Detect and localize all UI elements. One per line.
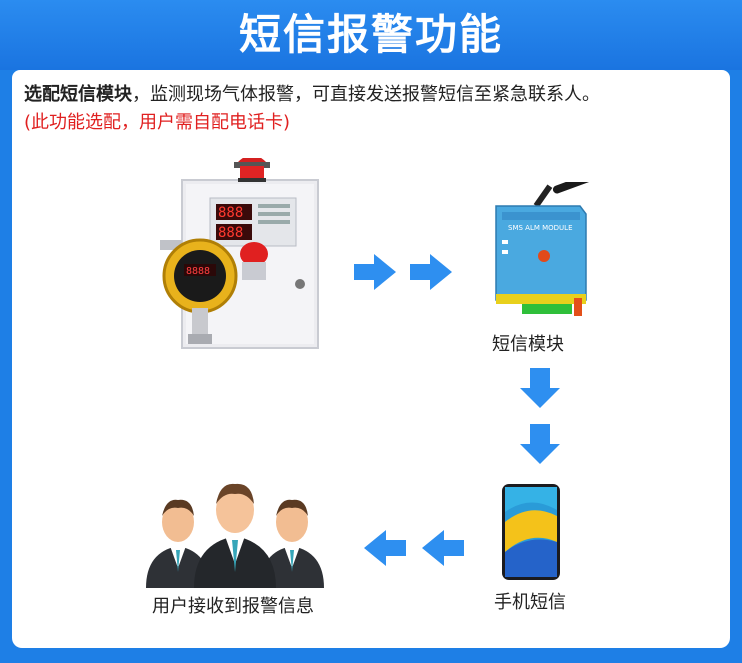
svg-text:888: 888: [218, 205, 243, 221]
people-group-icon: [146, 483, 324, 588]
arrow-right-icon: [354, 254, 396, 290]
page-title: 短信报警功能: [238, 10, 503, 59]
optional-note: (此功能选配，用户需自配电话卡): [24, 112, 291, 133]
gas-alarm-controller-icon: 888 888 8888: [160, 158, 319, 349]
arrow-right-icon: [410, 254, 452, 290]
sms-module-icon: SMS ALM MODULE: [495, 182, 592, 316]
header-banner: 短信报警功能: [0, 0, 742, 70]
svg-text:888: 888: [218, 225, 243, 241]
intro-rest: ，监测现场气体报警，可直接发送报警短信至紧急联系人。: [132, 84, 600, 105]
arrow-down-icon: [520, 368, 560, 408]
svg-text:SMS ALM MODULE: SMS ALM MODULE: [508, 224, 573, 232]
phone-caption: 手机短信: [494, 592, 566, 613]
arrow-down-icon: [520, 424, 560, 464]
intro-text: 选配短信模块，监测现场气体报警，可直接发送报警短信至紧急联系人。: [24, 82, 600, 108]
arrow-left-icon: [364, 530, 406, 566]
smartphone-icon: [502, 484, 560, 580]
people-caption: 用户接收到报警信息: [152, 596, 314, 617]
intro-bold: 选配短信模块: [24, 84, 132, 105]
svg-text:8888: 8888: [186, 266, 210, 277]
module-caption: 短信模块: [492, 334, 564, 355]
arrow-left-icon: [422, 530, 464, 566]
content-card: 选配短信模块，监测现场气体报警，可直接发送报警短信至紧急联系人。 (此功能选配，…: [12, 70, 730, 648]
